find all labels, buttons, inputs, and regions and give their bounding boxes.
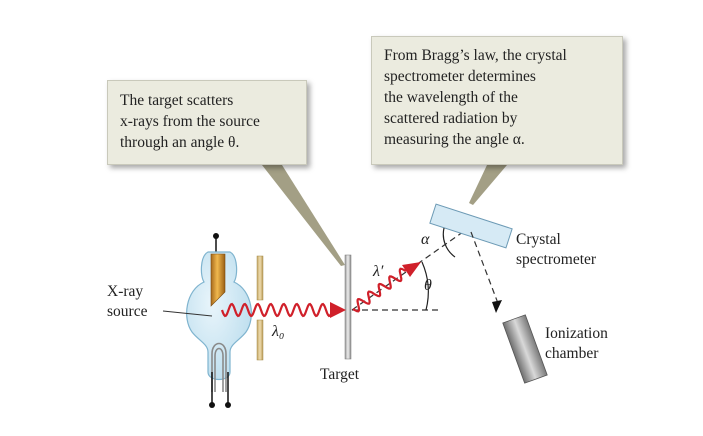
- label-xray-source: X-ray source: [107, 282, 147, 322]
- callout-right-line-3: the wavelength of the: [384, 89, 518, 106]
- callout-right-line-4: scattered radiation by: [384, 110, 518, 127]
- anode: [210, 253, 226, 307]
- left-callout-pointer: [262, 165, 345, 266]
- callout-target-scatters: The target scatters x-rays from the sour…: [107, 80, 307, 165]
- label-crystal-line-2: spectrometer: [516, 251, 597, 268]
- callout-right-line-2: spectrometer determines: [384, 68, 536, 85]
- incident-wave: [220, 302, 332, 318]
- label-lambda0: λ₀: [272, 323, 285, 340]
- callout-left-line-3: through an angle θ.: [120, 134, 240, 151]
- callout-left-line-1: The target scatters: [120, 92, 234, 109]
- label-crystal-line-1: Crystal: [516, 231, 561, 248]
- ionization-chamber: [502, 314, 548, 384]
- slit-top: [256, 255, 264, 301]
- incident-wave-arrowhead: [330, 302, 346, 318]
- callout-bragg-law: From Bragg’s law, the crystal spectromet…: [371, 36, 623, 165]
- crystal: [429, 203, 513, 249]
- alpha-angle-arc: [442, 227, 456, 258]
- diffracted-dashed-line: [470, 231, 500, 307]
- callout-right-line-5: measuring the angle α.: [384, 131, 525, 148]
- label-crystal-spectrometer: Crystal spectrometer: [516, 230, 596, 270]
- slit-bottom: [256, 319, 264, 361]
- label-alpha: α: [421, 231, 430, 248]
- scattered-wave-arrowhead: [402, 262, 421, 277]
- scattered-wave: [352, 267, 407, 313]
- label-target: Target: [320, 366, 360, 383]
- label-xray-source-line-1: X-ray: [107, 283, 144, 300]
- target-plate: [344, 254, 352, 360]
- label-ionization-line-1: Ionization: [545, 325, 608, 342]
- xray-tube: [186, 233, 252, 408]
- callout-right-line-1: From Bragg’s law, the crystal: [384, 47, 567, 64]
- diffracted-arrowhead: [492, 300, 502, 313]
- callout-left-line-2: x-rays from the source: [120, 113, 260, 130]
- label-theta: θ: [424, 277, 432, 294]
- xray-source-leader: [162, 310, 213, 317]
- label-lambda-prime: λ′: [373, 263, 384, 280]
- label-ionization-chamber: Ionization chamber: [545, 324, 608, 364]
- theta-angle-arc: [421, 261, 429, 311]
- right-callout-pointer: [469, 165, 507, 205]
- cathode-filament: [211, 342, 227, 392]
- label-xray-source-line-2: source: [107, 303, 148, 320]
- label-ionization-line-2: chamber: [545, 345, 599, 362]
